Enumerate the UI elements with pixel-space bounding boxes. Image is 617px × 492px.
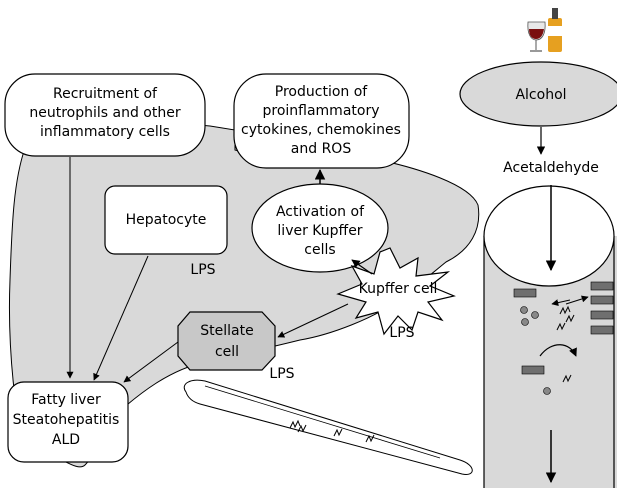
molecule-dot-1 xyxy=(520,306,528,314)
wine-glass-and-bottle-icon xyxy=(527,8,562,52)
arrow-to-dots xyxy=(551,299,571,307)
arrow-into-bar-group xyxy=(565,295,589,305)
dark-bar-4 xyxy=(590,310,614,320)
intestine-top-opening xyxy=(483,185,615,287)
arrow-kupffer-to-stellate xyxy=(277,303,349,338)
blood-vessel-inner-line xyxy=(204,385,441,459)
production-label-line4: and ROS xyxy=(291,141,352,157)
bottle-neck xyxy=(552,8,558,19)
stellate-label-line1: Stellate xyxy=(200,323,253,339)
squiggle-icon xyxy=(559,305,571,315)
kupffer-cell-label: Kupffer cell xyxy=(359,281,438,297)
squiggle-icon xyxy=(565,314,575,323)
production-label-line2: proinflammatory xyxy=(262,103,379,119)
recruitment-label-line3: inflammatory cells xyxy=(40,124,170,140)
production-box xyxy=(233,73,410,169)
squiggle-icon xyxy=(289,419,301,429)
fatty-liver-label-line1: Fatty liver xyxy=(31,392,101,408)
lps-stellate-label: LPS xyxy=(269,366,294,382)
activation-label-line3: cells xyxy=(304,242,335,258)
molecule-dot-4 xyxy=(543,387,551,395)
lps-kupffer-label: LPS xyxy=(389,325,414,341)
dark-bar-3 xyxy=(590,295,614,305)
production-label-line3: cytokines, chemokines xyxy=(241,122,401,138)
activation-label-line1: Activation of xyxy=(276,204,365,220)
acetaldehyde-label: Acetaldehyde xyxy=(503,160,599,176)
alcohol-label: Alcohol xyxy=(515,87,566,103)
arrow-hepatocyte-to-fatty-liver xyxy=(93,255,149,381)
vessel-lps-squiggles xyxy=(289,419,375,443)
recruitment-label-line1: Recruitment of xyxy=(53,86,158,102)
stellate-label-line2: cell xyxy=(215,344,239,360)
recruitment-box xyxy=(4,73,206,157)
curved-arrow xyxy=(539,344,577,357)
dark-bar-5 xyxy=(590,325,614,335)
squiggle-icon xyxy=(297,424,307,433)
activation-label-line2: liver Kupffer xyxy=(277,223,362,239)
squiggle-icon xyxy=(556,322,566,331)
arrow-stellate-to-fatty-liver xyxy=(123,341,179,383)
hepatocyte-box xyxy=(104,185,228,255)
fatty-liver-box xyxy=(7,381,129,463)
recruitment-label-line2: neutrophils and other xyxy=(29,105,180,121)
blood-vessel xyxy=(183,379,473,475)
dark-bar-1 xyxy=(513,288,537,298)
fatty-liver-label-line3: ALD xyxy=(52,432,80,448)
arrow-kupffer-to-activation xyxy=(351,259,373,275)
kupffer-cell-star xyxy=(336,247,456,336)
dark-bar-6 xyxy=(521,365,545,375)
intestine-lps-squiggles xyxy=(556,305,575,383)
wine-glass-liquid xyxy=(529,29,544,39)
squiggle-icon xyxy=(333,428,343,437)
molecule-dot-3 xyxy=(521,318,529,326)
hepatocyte-label: Hepatocyte xyxy=(126,212,207,228)
squiggle-icon xyxy=(365,434,375,443)
alcohol-ellipse xyxy=(459,61,617,127)
lps-hepatocyte-label: LPS xyxy=(190,262,215,278)
squiggle-icon xyxy=(562,374,572,383)
dark-bar-2 xyxy=(590,281,614,291)
bottle-label xyxy=(548,26,562,36)
production-label-line1: Production of xyxy=(275,84,369,100)
fatty-liver-label-line2: Steatohepatitis xyxy=(13,412,120,428)
molecule-dot-2 xyxy=(531,311,539,319)
stellate-cell-shape xyxy=(177,311,276,371)
